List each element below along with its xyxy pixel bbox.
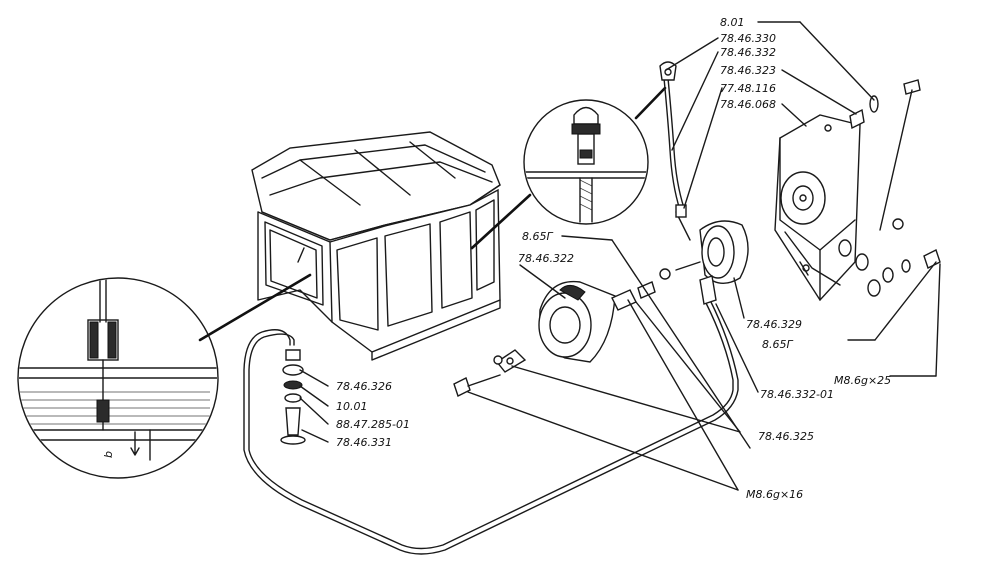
label-78-46-326: 78.46.326 [336, 380, 392, 393]
washer-tank-detail-circle: b [17, 277, 219, 479]
washer-hoses [243, 77, 739, 555]
label-8-65g-left: 8.65Г [522, 230, 553, 243]
bracket-78-46-068 [774, 114, 861, 302]
label-78-46-331: 78.46.331 [336, 436, 392, 449]
label-78-46-325: 78.46.325 [758, 430, 814, 443]
label-88-47-285-01: 88.47.285-01 [336, 418, 410, 431]
leader-cab-to-nozzle [470, 193, 532, 250]
label-78-46-330: 78.46.330 [720, 32, 776, 45]
callout-leader-lines [299, 21, 941, 491]
label-m8-16: M8.6g×16 [746, 488, 803, 501]
fastener-stack-right [838, 79, 941, 297]
label-77-48-116: 77.48.116 [720, 82, 776, 95]
label-m8-25: M8.6g×25 [834, 374, 891, 387]
tractor-cab [251, 131, 501, 361]
label-78-46-332: 78.46.332 [720, 46, 776, 59]
leader-nozzle-to-fitting [634, 86, 667, 120]
washer-pump-78-46-322 [493, 280, 616, 373]
label-78-46-322: 78.46.322 [518, 252, 574, 265]
dimension-b-label: b [102, 451, 115, 458]
label-8-65g-right: 8.65Г [762, 338, 793, 351]
label-78-46-329: 78.46.329 [746, 318, 802, 331]
label-78-46-068: 78.46.068 [720, 98, 776, 111]
leader-cab-to-tank [198, 273, 312, 342]
label-78-46-332-01: 78.46.332-01 [760, 388, 834, 401]
bolt-m8-16 [453, 374, 501, 397]
label-78-46-323: 78.46.323 [720, 64, 776, 77]
label-10-01: 10.01 [336, 400, 368, 413]
label-8-01: 8.01 [720, 16, 745, 29]
nozzle-detail-circle [523, 99, 649, 225]
pump-and-strainer-group [280, 349, 306, 445]
part-labels: 8.01 78.46.330 78.46.332 78.46.323 77.48… [336, 16, 891, 501]
